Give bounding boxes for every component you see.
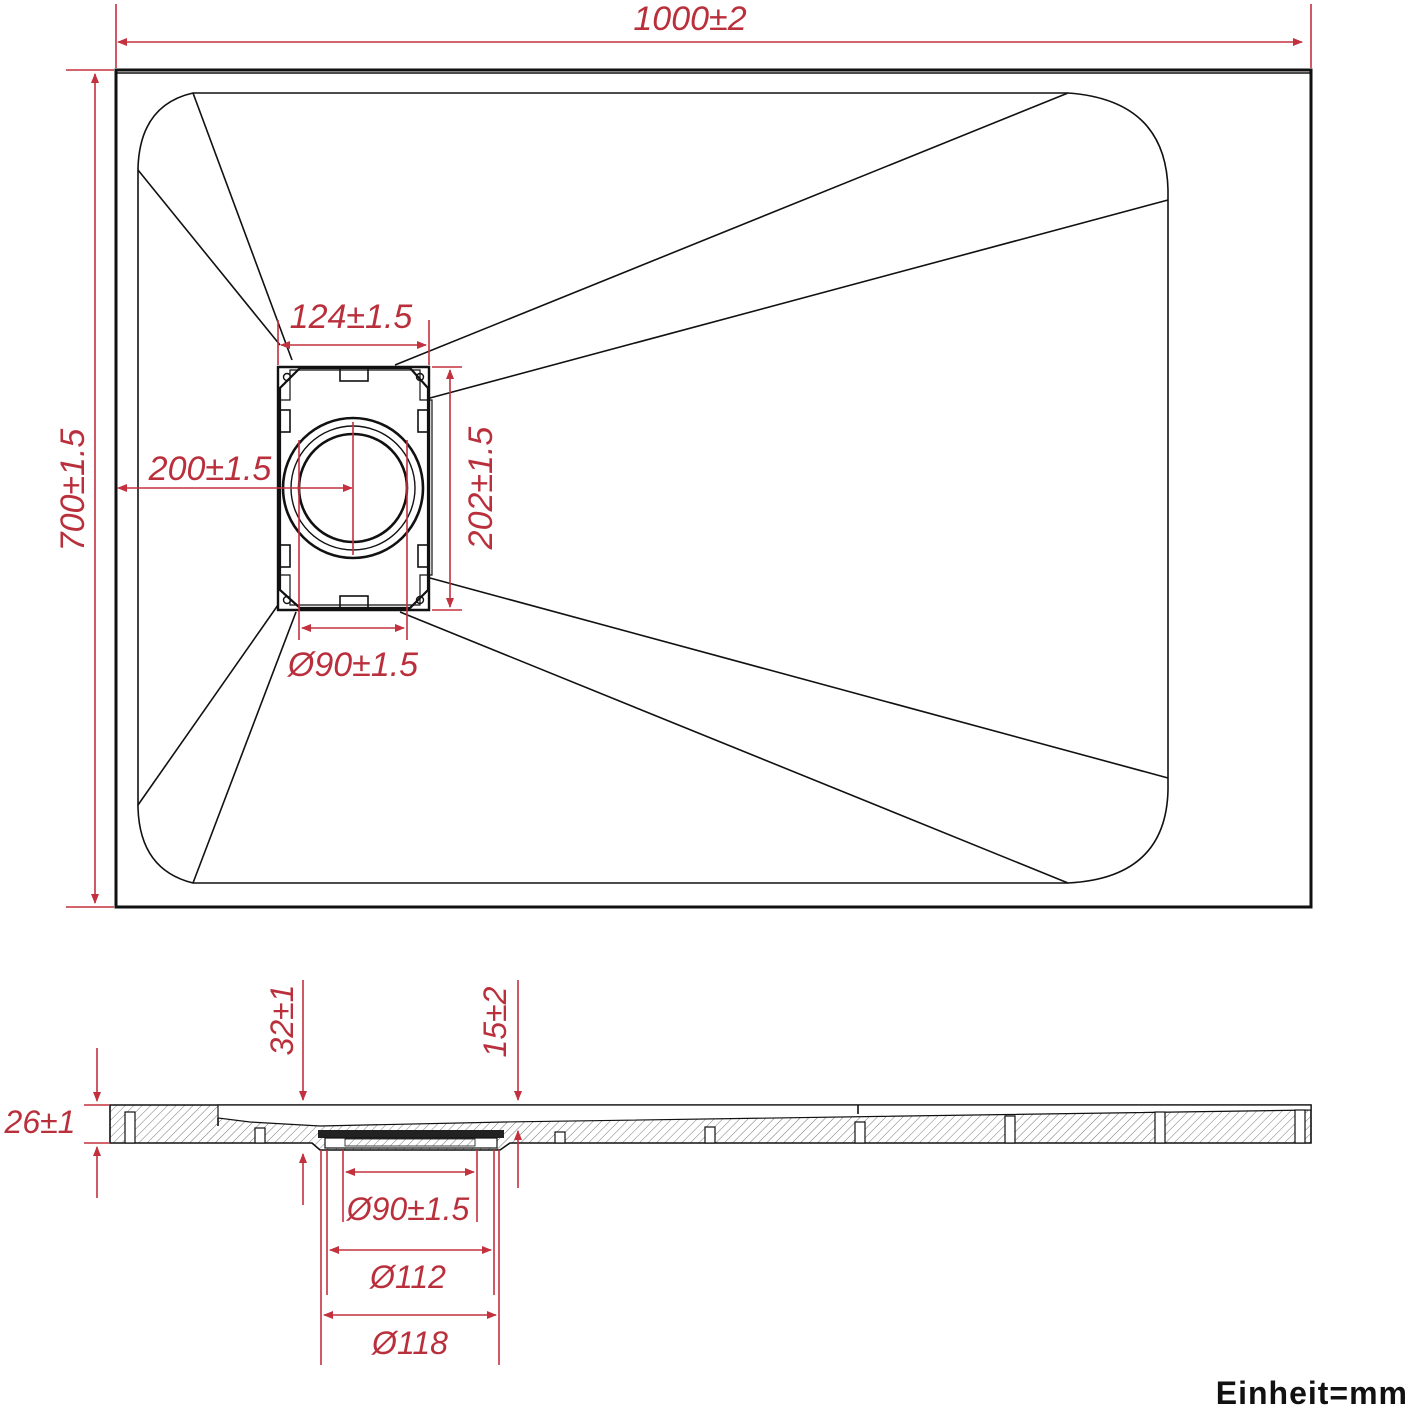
drain-frame-height-label: 202±1.5: [462, 427, 500, 551]
width-label: 700±1.5: [54, 429, 92, 552]
outlet-inner-label: Ø112: [369, 1259, 446, 1295]
rim-thickness-label: 26±1: [4, 1104, 76, 1140]
section-view: 26±1 32±1 15±2 Ø90±1.5 Ø112 Ø: [4, 980, 1312, 1365]
dimension-drain-diameter: Ø90±1.5: [287, 440, 418, 684]
basin-outline: [137, 92, 1169, 884]
section-feet: [124, 1109, 1306, 1144]
drain-diameter-label: Ø90±1.5: [287, 646, 418, 684]
top-view: 1000±2 700±1.5 124±1.5 202±1.5 200±: [54, 0, 1313, 909]
length-label: 1000±2: [633, 0, 746, 38]
dimension-depth-2: 15±2: [477, 980, 522, 1188]
depth-2-label: 15±2: [477, 986, 513, 1057]
tray-outline: [114, 68, 1313, 909]
drain-offset-label: 200±1.5: [148, 450, 272, 488]
dimension-drain-frame-width: 124±1.5: [277, 298, 430, 365]
outlet-diameter-label: Ø90±1.5: [346, 1191, 470, 1227]
outlet-outer-label: Ø118: [371, 1325, 448, 1361]
section-drain: [318, 1130, 504, 1149]
drain-frame-width-label: 124±1.5: [290, 298, 413, 336]
depth-drain-label: 32±1: [264, 985, 300, 1056]
dimension-drain-frame-height: 202±1.5: [432, 366, 500, 611]
dimension-rim-thickness: 26±1: [4, 1048, 110, 1198]
unit-label: Einheit=mm: [1216, 1375, 1408, 1411]
dimension-width: 700±1.5: [54, 69, 114, 908]
dimension-outlet-diameters: Ø90±1.5 Ø112 Ø118: [320, 1150, 500, 1365]
slope-lines: [137, 92, 1169, 884]
dimension-depth-drain: 32±1: [264, 980, 307, 1205]
dimension-length: 1000±2: [115, 0, 1312, 68]
dimension-drain-offset: 200±1.5: [117, 422, 354, 555]
